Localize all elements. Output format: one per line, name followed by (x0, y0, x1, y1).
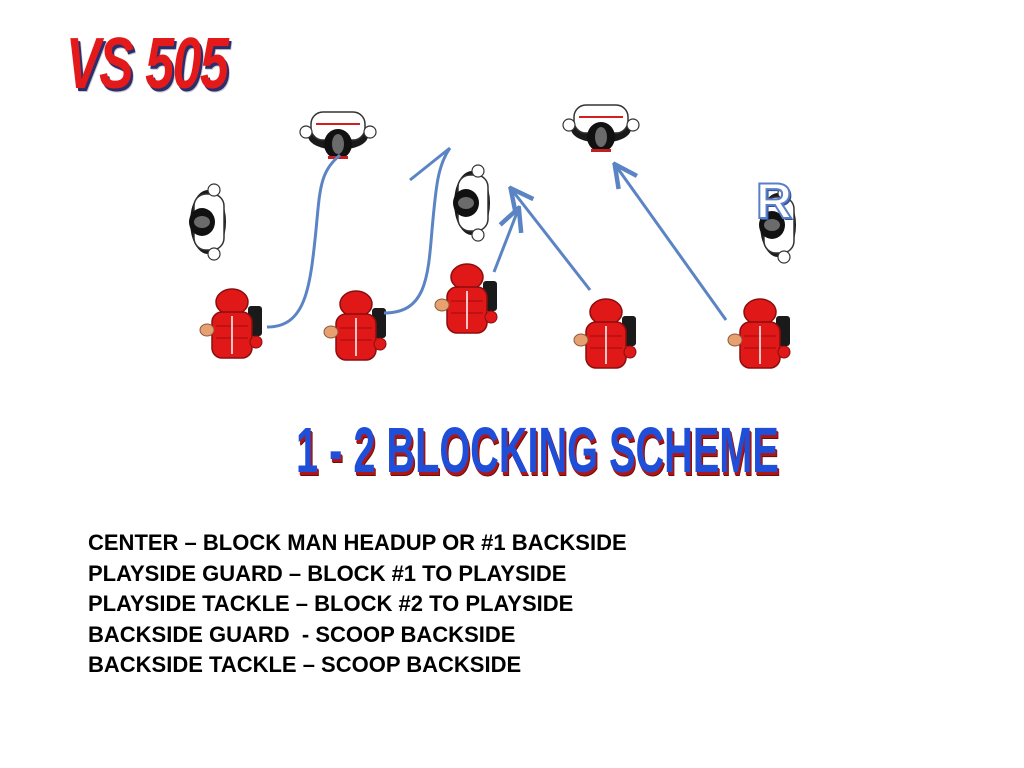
scheme-title: 1 - 2 BLOCKING SCHEME (296, 414, 779, 486)
rule-item: BACKSIDE GUARD - SCOOP BACKSIDE (88, 621, 516, 647)
route-line-playside-guard (512, 190, 592, 291)
route-line-center (492, 210, 518, 273)
route-line-backside-guard (383, 146, 452, 315)
route-line-backside-tackle (266, 153, 341, 329)
lineman-player-icon (434, 263, 498, 334)
defender-player-icon (188, 183, 227, 261)
lineman-player-icon (323, 290, 387, 361)
defender-player-icon (452, 164, 491, 242)
diagram-title: VS 505 (66, 24, 229, 104)
rule-item: CENTER – BLOCK MAN HEADUP OR #1 BACKSIDE (88, 530, 627, 555)
defender-player-icon (562, 104, 640, 153)
lineman-player-icon (727, 298, 791, 369)
lineman-player-icon (199, 288, 263, 359)
route-line-playside-tackle (616, 166, 728, 321)
player-marker-label: R (755, 173, 793, 229)
rule-item: PLAYSIDE TACKLE – BLOCK #2 TO PLAYSIDE (88, 591, 574, 616)
rule-item: PLAYSIDE GUARD – BLOCK #1 TO PLAYSIDE (88, 560, 567, 586)
blocking-rules-list: CENTER – BLOCK MAN HEADUP OR #1 BACKSIDE… (88, 528, 627, 681)
defender-player-icon (299, 111, 377, 160)
lineman-player-icon (573, 298, 637, 369)
rule-item: BACKSIDE TACKLE – SCOOP BACKSIDE (88, 652, 522, 677)
